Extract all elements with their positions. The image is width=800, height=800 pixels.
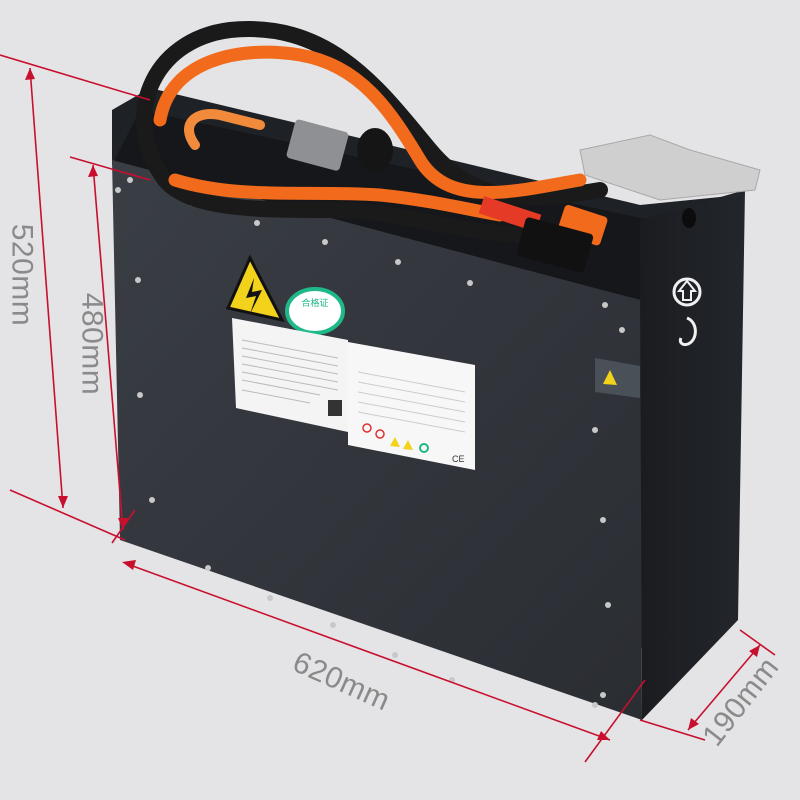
high-voltage-warning-icon xyxy=(225,254,285,323)
qr-code xyxy=(328,400,342,416)
black-cable-lower xyxy=(157,172,528,243)
svg-text:合格证: 合格证 xyxy=(301,297,328,309)
side-warning-label xyxy=(595,358,640,398)
dimension-lines xyxy=(0,54,776,763)
qc-sticker: 合格证 xyxy=(285,287,345,335)
dimension-overall-height: 520mm xyxy=(5,223,39,327)
orange-cable-loop xyxy=(153,45,587,199)
ce-mark: CE xyxy=(452,454,465,464)
black-terminal-block xyxy=(516,217,594,273)
side-lifting-hole xyxy=(682,208,696,228)
case-screws xyxy=(115,177,625,708)
case-top-tray xyxy=(112,110,650,300)
black-disconnect-handle xyxy=(357,128,393,172)
orange-cable-short xyxy=(184,109,265,150)
nameplate-label: CE xyxy=(348,342,475,470)
case-side-face xyxy=(640,190,745,720)
lifting-hook-icon xyxy=(672,277,702,346)
orange-cable-lower xyxy=(168,173,507,222)
recycle-icon xyxy=(419,443,429,453)
grey-service-disconnect xyxy=(286,119,349,171)
warning-label-card xyxy=(232,318,348,432)
dimension-case-height: 480mm xyxy=(75,292,109,396)
anderson-connector xyxy=(579,134,761,201)
dimension-arrowheads xyxy=(25,68,760,740)
